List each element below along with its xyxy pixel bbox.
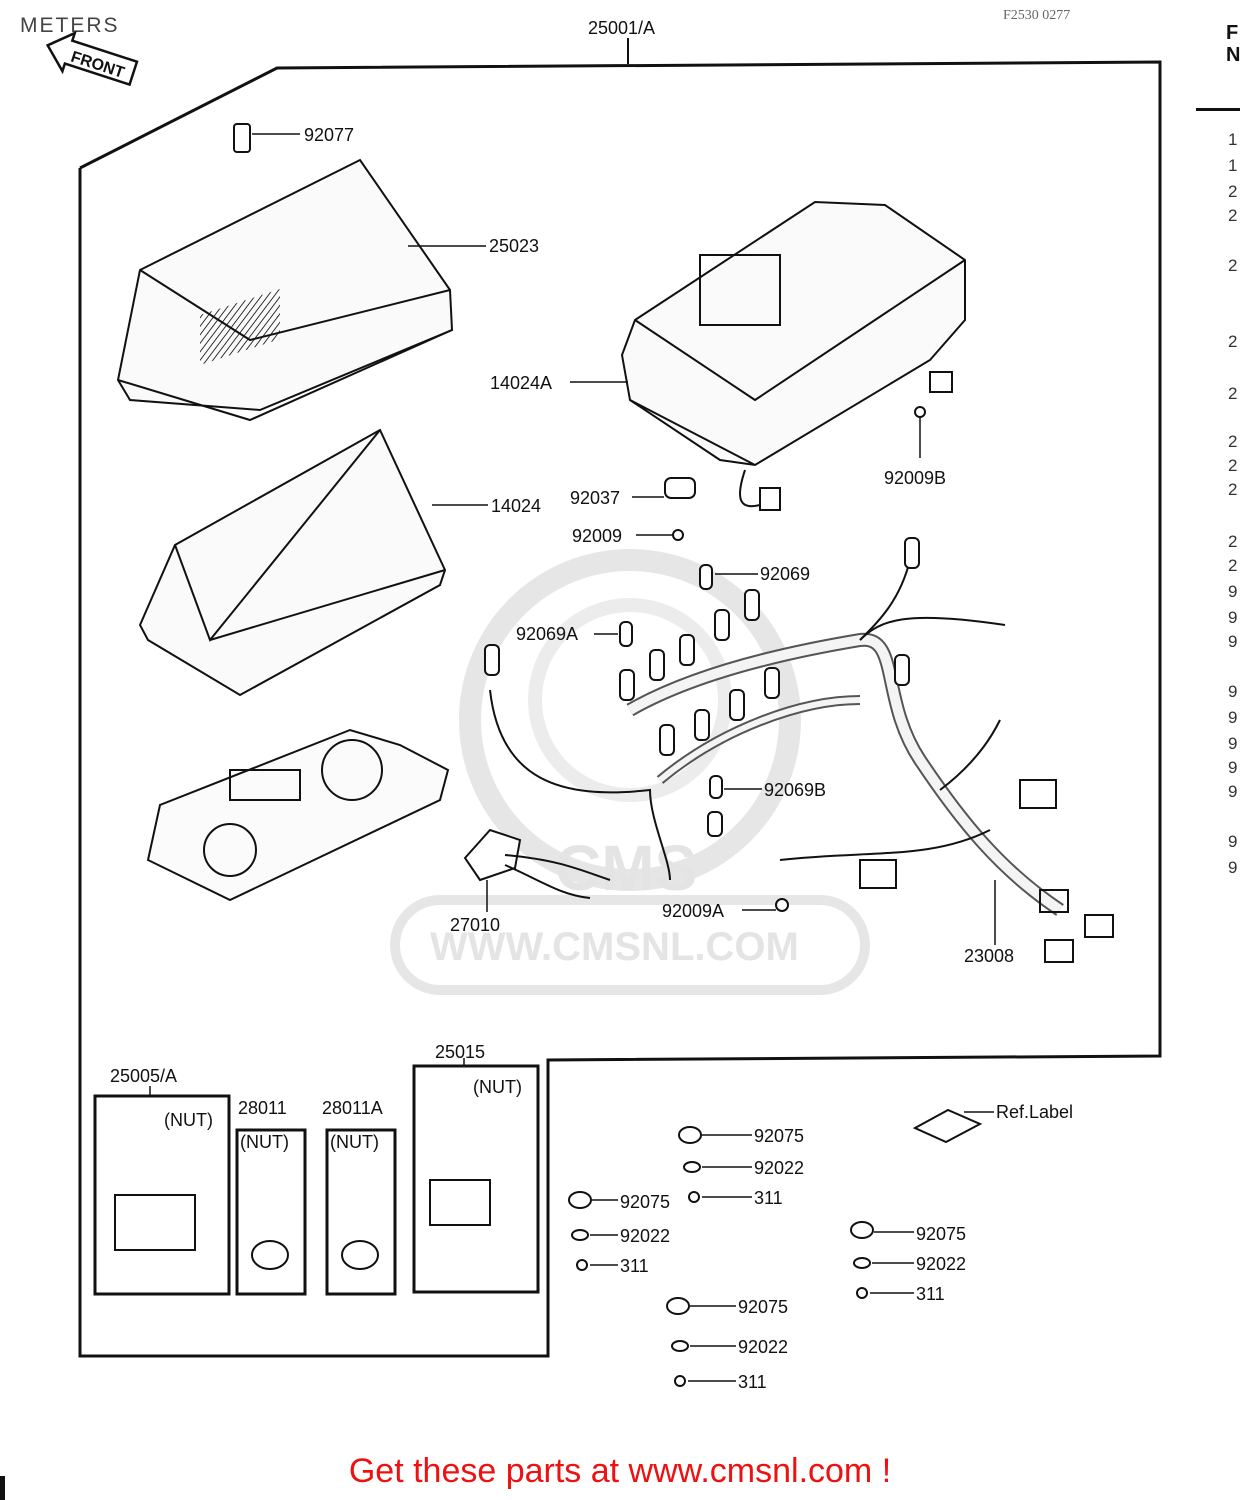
- label-meter-assembly: 25015: [435, 1042, 485, 1062]
- screw-part: [914, 406, 926, 458]
- label-nut-311: 311: [620, 1256, 649, 1276]
- label-upper-case: 25023: [489, 236, 539, 256]
- label-nut: (NUT): [330, 1132, 379, 1152]
- side-divider: [1196, 108, 1240, 111]
- label-washer: 92022: [620, 1226, 670, 1246]
- side-header-1: F: [1226, 22, 1239, 44]
- side-item: 9: [1228, 582, 1238, 601]
- side-column-header: F N: [1226, 22, 1240, 66]
- side-item: 2: [1228, 532, 1238, 551]
- side-item: 2: [1228, 384, 1238, 403]
- watermark-url: WWW.CMSNL.COM: [430, 925, 799, 969]
- side-item: 2: [1228, 556, 1238, 575]
- dial-panel: [146, 728, 450, 902]
- clamp-part: [632, 469, 781, 541]
- label-bulb-a: 92069A: [516, 624, 578, 644]
- side-item: 9: [1228, 758, 1238, 777]
- side-item: 9: [1228, 832, 1238, 851]
- meter-upper-case: [116, 158, 486, 422]
- label-grommet: 92075: [916, 1224, 966, 1244]
- side-item: 9: [1228, 632, 1238, 651]
- label-tachometer: 25005/A: [110, 1066, 177, 1086]
- label-clamp: 92037: [570, 488, 620, 508]
- side-item: 1: [1228, 130, 1238, 149]
- label-nut-311: 311: [916, 1284, 945, 1304]
- side-item: 2: [1228, 206, 1238, 225]
- front-arrow-icon: FRONT: [45, 30, 139, 87]
- grommet-group-4: [666, 1297, 736, 1387]
- grommet-group-2: [568, 1191, 618, 1271]
- screw-part: [742, 898, 789, 912]
- label-screw-b: 92009B: [884, 468, 946, 488]
- label-kit: 25001/A: [588, 18, 655, 38]
- watermark-logo: CMS: [555, 832, 697, 904]
- speedometer-box: [235, 1128, 307, 1296]
- footer-link[interactable]: Get these parts at www.cmsnl.com !: [348, 1452, 892, 1490]
- side-item: 9: [1228, 682, 1238, 701]
- label-speedometer-a: 28011A: [322, 1098, 383, 1118]
- side-item: 2: [1228, 432, 1238, 451]
- meter-assembly-box: [412, 1058, 540, 1294]
- label-ref-label: Ref.Label: [996, 1102, 1073, 1122]
- label-nut: (NUT): [164, 1110, 213, 1130]
- wiring-harness: [489, 559, 1114, 963]
- corner-mark: [0, 1476, 5, 1500]
- meter-cover: [138, 428, 488, 697]
- label-screw-a: 92009A: [662, 901, 724, 921]
- side-header-2: N: [1226, 44, 1240, 66]
- label-nut-311: 311: [738, 1372, 767, 1392]
- label-nut-311: 311: [754, 1188, 783, 1208]
- side-item: 2: [1228, 480, 1238, 499]
- side-item: 2: [1228, 332, 1238, 351]
- indicator-socket: [463, 828, 611, 912]
- label-lower-case: 14024A: [490, 373, 552, 393]
- watermark: CMS WWW.CMSNL.COM: [390, 549, 870, 995]
- tachometer-box: [93, 1086, 231, 1296]
- label-cover: 14024: [491, 496, 541, 516]
- side-item: 9: [1228, 734, 1238, 753]
- grommet-group-3: [850, 1221, 914, 1299]
- label-screw: 92009: [572, 526, 622, 546]
- side-item: 1: [1228, 156, 1238, 175]
- side-item: 9: [1228, 782, 1238, 801]
- label-socket: 27010: [450, 915, 500, 935]
- meter-lower-case: [570, 200, 966, 467]
- page-title: METERS: [20, 14, 120, 37]
- side-item: 9: [1228, 608, 1238, 627]
- label-grommet: 92075: [738, 1297, 788, 1317]
- side-item: 2: [1228, 456, 1238, 475]
- plug-part: [233, 123, 300, 153]
- grommet-group-1: [678, 1126, 752, 1203]
- side-item: 2: [1228, 182, 1238, 201]
- label-nut: (NUT): [473, 1077, 522, 1097]
- bulb-sockets: [484, 537, 920, 837]
- side-item: 9: [1228, 858, 1238, 877]
- side-item: 9: [1228, 708, 1238, 727]
- kit-frame: [78, 60, 1162, 1358]
- reference-label: [912, 1108, 994, 1144]
- label-washer: 92022: [738, 1337, 788, 1357]
- side-item: 2: [1228, 256, 1238, 275]
- label-washer: 92022: [754, 1158, 804, 1178]
- label-plug: 92077: [304, 125, 354, 145]
- label-grommet: 92075: [754, 1126, 804, 1146]
- label-grommet: 92075: [620, 1192, 670, 1212]
- label-bulb: 92069: [760, 564, 810, 584]
- reference-code: F2530 0277: [1003, 8, 1071, 23]
- label-washer: 92022: [916, 1254, 966, 1274]
- label-speedometer: 28011: [238, 1098, 287, 1118]
- label-nut: (NUT): [240, 1132, 289, 1152]
- label-harness: 23008: [964, 946, 1014, 966]
- label-bulb-b: 92069B: [764, 780, 826, 800]
- speedometer-a-box: [325, 1128, 397, 1296]
